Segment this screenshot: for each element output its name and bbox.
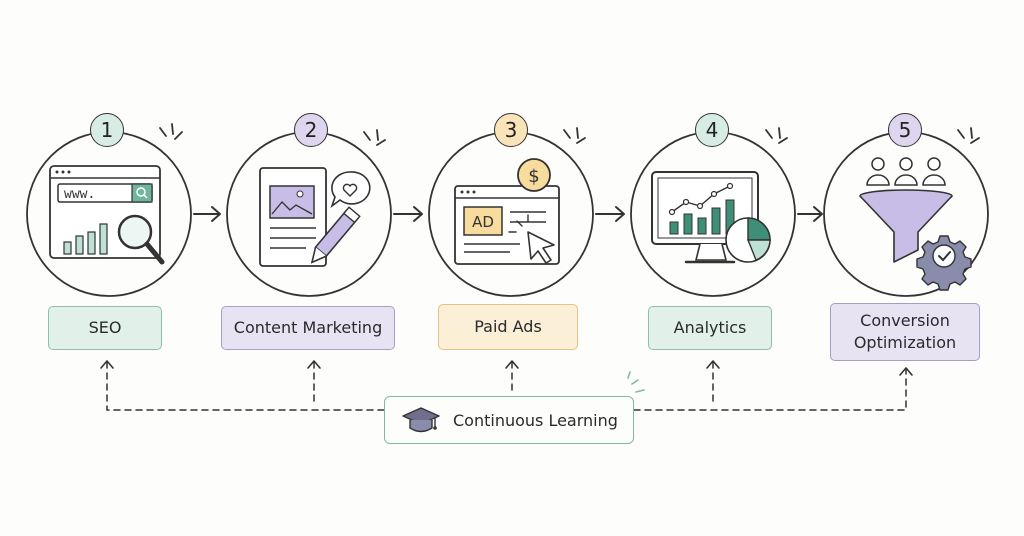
document-pencil-icon (259, 167, 371, 267)
monitor-chart-icon (651, 171, 771, 264)
dollar-text: $ (528, 166, 539, 187)
step-number-2: 2 (294, 113, 328, 147)
step-label-content-marketing: Content Marketing (221, 306, 395, 350)
continuous-learning-box: Continuous Learning (384, 396, 634, 444)
arrow-4-5 (797, 206, 823, 222)
continuous-learning-label: Continuous Learning (453, 410, 618, 430)
www-text: www. (64, 187, 95, 202)
step-number-3: 3 (494, 113, 528, 147)
ad-text: AD (472, 213, 494, 231)
arrow-3-4 (595, 206, 625, 222)
step-number-5: 5 (888, 113, 922, 147)
search-browser-icon: www. (49, 165, 165, 265)
funnel-gear-icon (859, 157, 972, 291)
step-label-conversion-optimization: Conversion Optimization (830, 303, 980, 361)
ad-click-icon: AD $ (454, 158, 560, 265)
flow-arrows (193, 206, 823, 222)
feedback-loop-lines (106, 361, 907, 411)
feedback-arrowheads (100, 360, 913, 376)
arrow-2-3 (393, 206, 423, 222)
step-label-seo: SEO (48, 306, 162, 350)
learning-sparkle (627, 371, 645, 393)
step-number-1: 1 (90, 113, 124, 147)
graduation-cap-icon (402, 407, 440, 433)
step-label-analytics: Analytics (648, 306, 772, 350)
sparkle-decorations (159, 123, 980, 146)
step-number-4: 4 (695, 113, 729, 147)
arrow-1-2 (193, 206, 221, 222)
step-label-paid-ads: Paid Ads (438, 304, 578, 350)
